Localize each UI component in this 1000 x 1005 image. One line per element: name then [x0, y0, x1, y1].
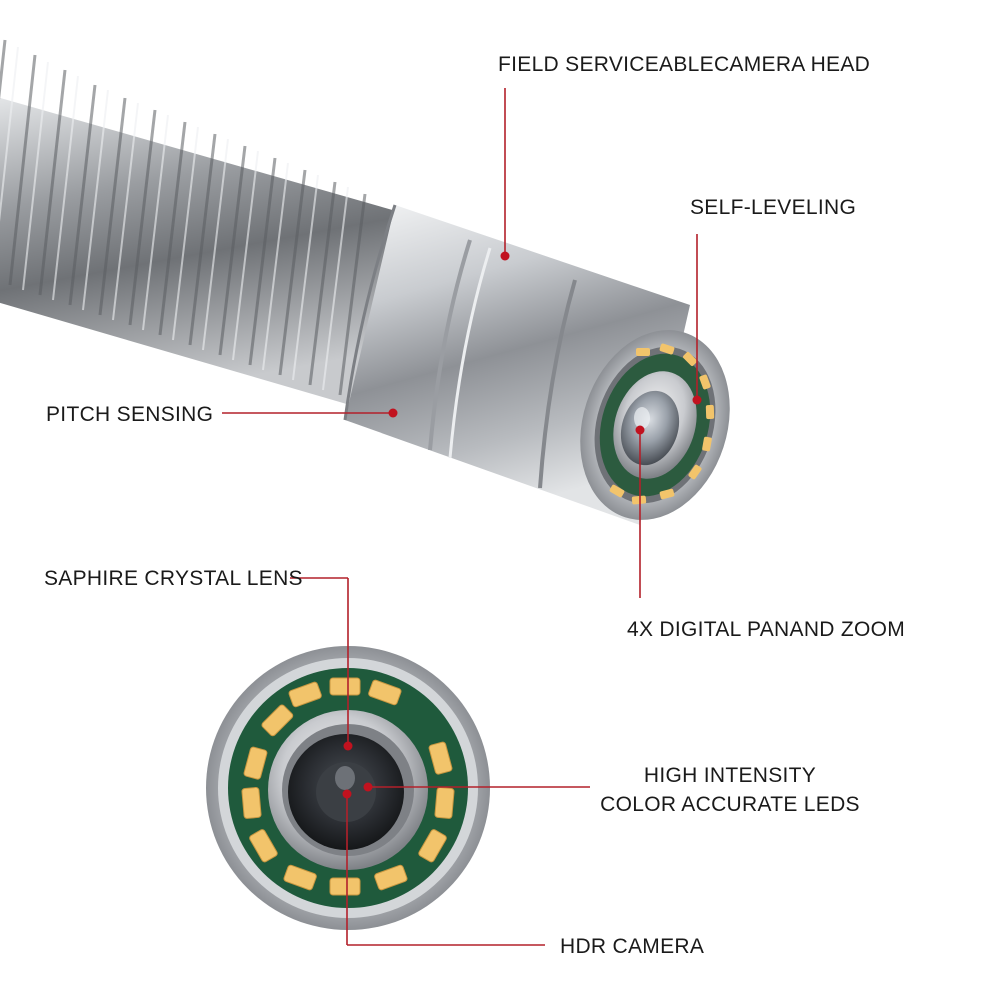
callout-lines	[222, 88, 698, 946]
callout-hdr-camera: HDR CAMERA	[560, 935, 705, 958]
callout-field-serviceable: FIELD SERVICEABLECAMERA HEAD	[498, 53, 871, 76]
camera-housing	[343, 204, 730, 525]
camera-lens	[620, 390, 680, 466]
callout-leds-line2: COLOR ACCURATE LEDS	[600, 793, 860, 816]
callout-self-leveling: SELF-LEVELING	[690, 196, 857, 219]
callout-saphire-lens: SAPHIRE CRYSTAL LENS	[44, 567, 303, 590]
led-ring-front	[241, 677, 455, 896]
led-ring	[609, 343, 715, 505]
callout-dots	[342, 251, 702, 799]
callout-leds-line1: HIGH INTENSITY	[643, 764, 817, 787]
callout-digital-pan-zoom: 4X DIGITAL PANAND ZOOM	[627, 618, 906, 641]
callout-pitch-sensing: PITCH SENSING	[46, 403, 214, 426]
spring-cable	[0, 39, 410, 405]
